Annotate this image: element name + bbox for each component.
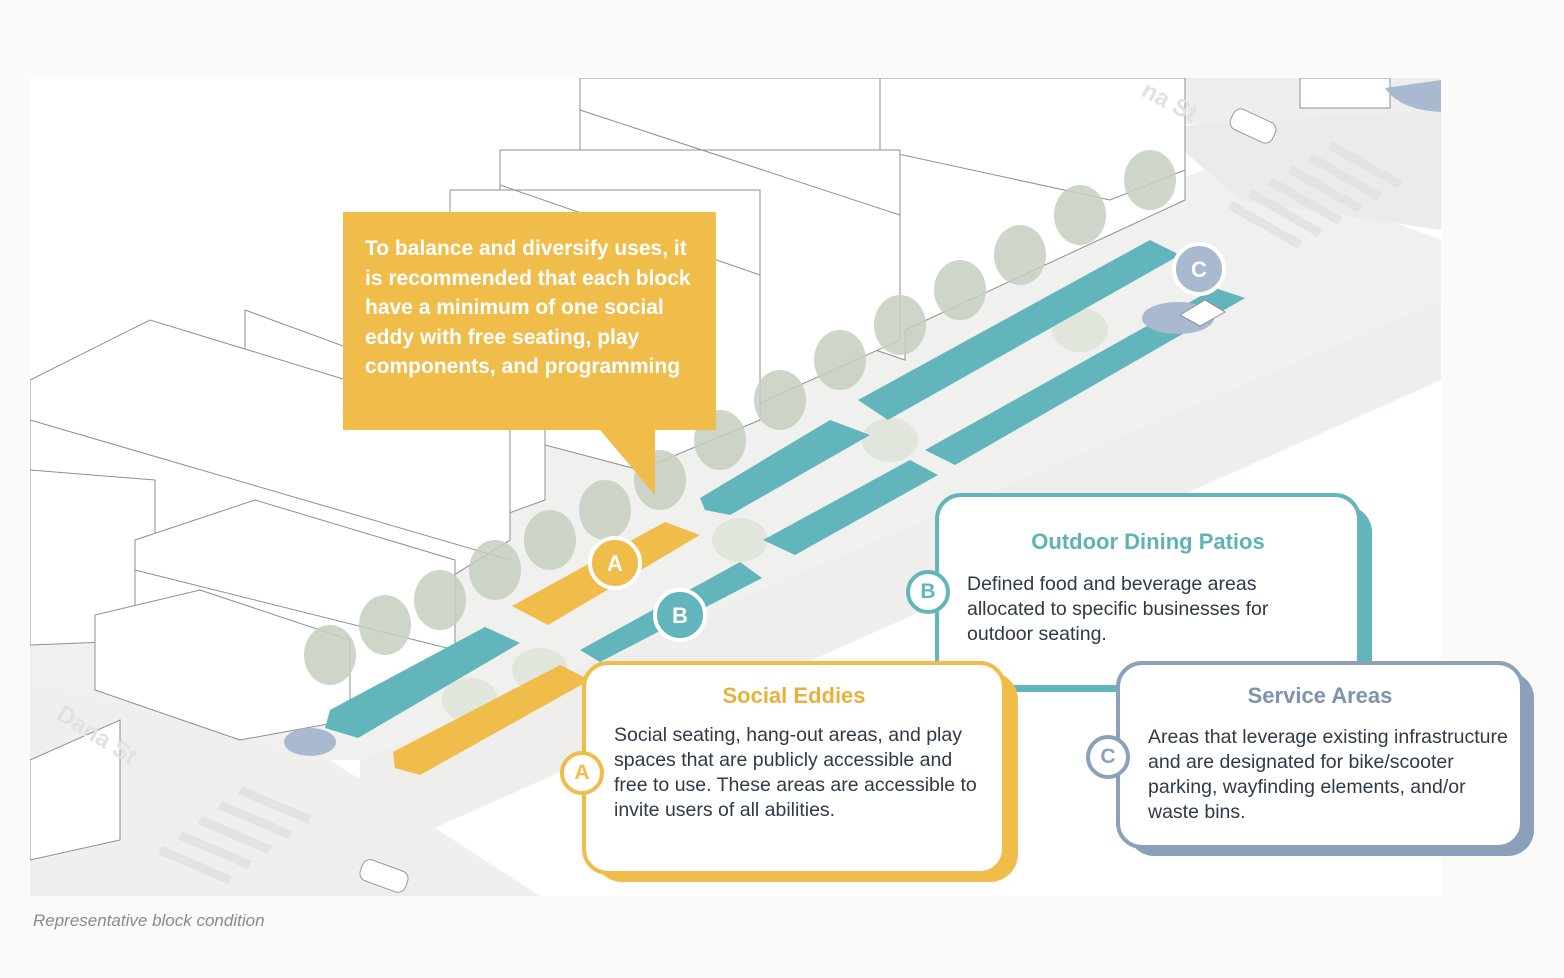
callout-text: To balance and diversify uses, it is rec…: [365, 237, 691, 378]
svg-text:A: A: [607, 551, 623, 576]
bus-shelter: [1178, 299, 1226, 327]
outdoor-dining-badge: B: [906, 570, 950, 614]
social-eddies-badge: A: [560, 751, 604, 795]
social-eddies-card: Social Eddies Social seating, hang-out a…: [582, 661, 1006, 875]
street-trees: [304, 150, 1176, 685]
outdoor-dining-card: Outdoor Dining Patios Defined food and b…: [935, 493, 1361, 689]
outdoor-dining-description: Defined food and beverage areas allocate…: [967, 573, 1269, 645]
marker-b: B: [653, 588, 707, 642]
social-eddies-description: Social seating, hang-out areas, and play…: [614, 724, 977, 821]
svg-text:C: C: [1191, 257, 1207, 282]
road-lower: [360, 300, 1441, 896]
recommendation-callout: To balance and diversify uses, it is rec…: [343, 212, 716, 430]
social-zone: [393, 665, 590, 775]
service-zone: [284, 728, 336, 756]
dining-zone: [700, 420, 870, 515]
service-zone: [1385, 80, 1441, 112]
dining-zone: [325, 627, 520, 738]
dining-zone: [858, 240, 1180, 420]
crosswalk-top: [1227, 141, 1403, 249]
outdoor-dining-title: Outdoor Dining Patios: [1031, 529, 1265, 554]
callout-pointer: [600, 430, 655, 495]
service-areas-description: Areas that leverage existing infrastruct…: [1148, 726, 1508, 823]
service-areas-badge: C: [1086, 735, 1130, 779]
social-eddies-title: Social Eddies: [722, 683, 866, 708]
service-areas-title: Service Areas: [1247, 683, 1393, 708]
car-icon: [1229, 108, 1277, 144]
marker-c: C: [1172, 242, 1226, 296]
service-areas-card: Service Areas Areas that leverage existi…: [1116, 661, 1524, 849]
marker-a: A: [588, 536, 642, 590]
figure-caption: Representative block condition: [33, 911, 265, 930]
crosswalk-bottom: [158, 785, 312, 885]
car-icon: [359, 859, 409, 893]
dining-zone: [763, 460, 938, 555]
service-zones: [284, 80, 1441, 756]
svg-text:B: B: [672, 603, 688, 628]
